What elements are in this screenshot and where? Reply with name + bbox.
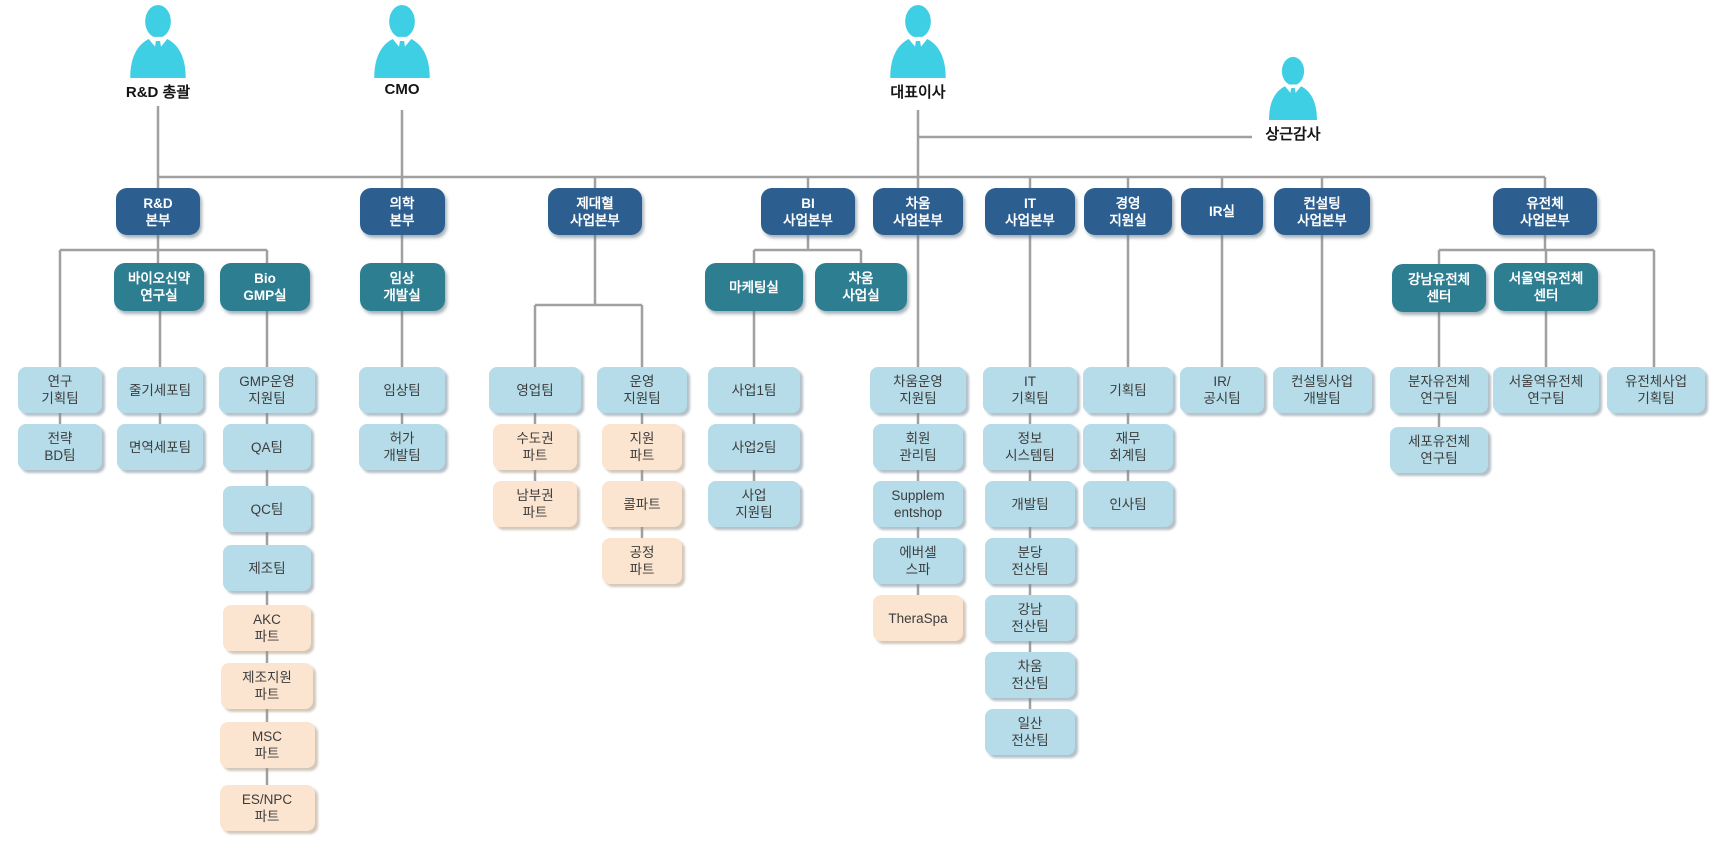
org-node-team: 분당 전산팀 bbox=[985, 538, 1075, 584]
person: 대표이사 bbox=[885, 4, 951, 102]
org-node-team: 전략 BD팀 bbox=[18, 424, 102, 470]
org-node-team: 재무 회계팀 bbox=[1083, 424, 1173, 470]
org-node-hq: IT 사업본부 bbox=[985, 188, 1075, 235]
org-node-team: 서울역유전체 연구팀 bbox=[1493, 367, 1599, 413]
org-node-team: 에버셀 스파 bbox=[873, 538, 963, 584]
org-node-part: TheraSpa bbox=[873, 595, 963, 641]
org-node-team: Supplem entshop bbox=[873, 481, 963, 527]
org-node-team: 제조팀 bbox=[223, 545, 311, 591]
org-node-team: 사업1팀 bbox=[708, 367, 800, 413]
org-node-part: AKC 파트 bbox=[223, 605, 311, 651]
org-node-team: 허가 개발팀 bbox=[359, 424, 445, 470]
org-node-part: 콜파트 bbox=[602, 481, 682, 527]
org-node-hq: 제대혈 사업본부 bbox=[548, 188, 642, 235]
org-node-hq: 차움 사업본부 bbox=[873, 188, 963, 235]
org-node-team: 임상팀 bbox=[359, 367, 445, 413]
org-node-team: 운영 지원팀 bbox=[597, 367, 687, 413]
person-icon bbox=[374, 5, 430, 78]
org-node-team: 세포유전체 연구팀 bbox=[1390, 427, 1488, 473]
org-node-hq: 컨설팅 사업본부 bbox=[1274, 188, 1370, 235]
org-node-office: Bio GMP실 bbox=[220, 263, 310, 311]
org-node-team: 기획팀 bbox=[1083, 367, 1173, 413]
org-node-office: 차움 사업실 bbox=[815, 263, 907, 311]
org-node-team: GMP운영 지원팀 bbox=[219, 367, 315, 413]
org-node-team: 개발팀 bbox=[985, 481, 1075, 527]
org-node-team: 유전체사업 기획팀 bbox=[1607, 367, 1705, 413]
org-node-hq: 의학 본부 bbox=[359, 188, 445, 235]
org-node-team: 차움 전산팀 bbox=[985, 652, 1075, 698]
org-node-hq: R&D 본부 bbox=[116, 188, 200, 235]
org-node-team: 연구 기획팀 bbox=[18, 367, 102, 413]
org-node-team: 면역세포팀 bbox=[117, 424, 203, 470]
org-node-hq: 경영 지원실 bbox=[1084, 188, 1172, 235]
org-node-team: 차움운영 지원팀 bbox=[870, 367, 966, 413]
org-node-part: 공정 파트 bbox=[602, 538, 682, 584]
org-node-team: 줄기세포팀 bbox=[117, 367, 203, 413]
org-node-team: IT 기획팀 bbox=[983, 367, 1077, 413]
org-node-team: 강남 전산팀 bbox=[985, 595, 1075, 641]
org-node-part: 수도권 파트 bbox=[493, 424, 577, 470]
org-node-part: 지원 파트 bbox=[602, 424, 682, 470]
org-node-team: 일산 전산팀 bbox=[985, 709, 1075, 755]
person-label: 상근감사 bbox=[1265, 126, 1321, 143]
org-node-team: 사업 지원팀 bbox=[708, 481, 800, 527]
org-node-office: 바이오신약 연구실 bbox=[114, 263, 204, 311]
person-label: R&D 총괄 bbox=[125, 84, 191, 101]
org-node-part: 제조지원 파트 bbox=[221, 663, 313, 709]
person-icon bbox=[130, 5, 186, 78]
person-icon bbox=[1269, 56, 1317, 120]
org-node-team: QA팀 bbox=[223, 424, 311, 470]
org-node-office: 임상 개발실 bbox=[359, 263, 445, 311]
org-node-team: IR/ 공시팀 bbox=[1180, 367, 1264, 413]
org-node-hq: IR실 bbox=[1181, 188, 1263, 235]
org-node-team: 인사팀 bbox=[1083, 481, 1173, 527]
org-node-hq: BI 사업본부 bbox=[761, 188, 855, 235]
person-icon bbox=[890, 5, 946, 78]
org-node-hq: 유전체 사업본부 bbox=[1493, 188, 1597, 235]
org-node-team: 분자유전체 연구팀 bbox=[1390, 367, 1488, 413]
person: CMO bbox=[369, 4, 435, 98]
person: 상근감사 bbox=[1265, 56, 1322, 144]
org-node-team: 사업2팀 bbox=[708, 424, 800, 470]
org-node-team: 회원 관리팀 bbox=[873, 424, 963, 470]
org-node-part: MSC 파트 bbox=[219, 722, 315, 768]
org-node-office: 강남유전체 센터 bbox=[1392, 264, 1486, 312]
org-node-part: 남부권 파트 bbox=[493, 481, 577, 527]
org-node-team: 컨설팅사업 개발팀 bbox=[1272, 367, 1372, 413]
person-label: CMO bbox=[384, 81, 420, 98]
org-node-team: 정보 시스템팀 bbox=[983, 424, 1077, 470]
org-node-office: 마케팅실 bbox=[705, 263, 803, 311]
org-node-part: ES/NPC 파트 bbox=[219, 785, 315, 831]
person-label: 대표이사 bbox=[890, 84, 946, 101]
org-node-team: 영업팀 bbox=[489, 367, 581, 413]
org-node-team: QC팀 bbox=[223, 486, 311, 532]
person: R&D 총괄 bbox=[125, 4, 191, 102]
org-node-office: 서울역유전체 센터 bbox=[1494, 263, 1598, 311]
